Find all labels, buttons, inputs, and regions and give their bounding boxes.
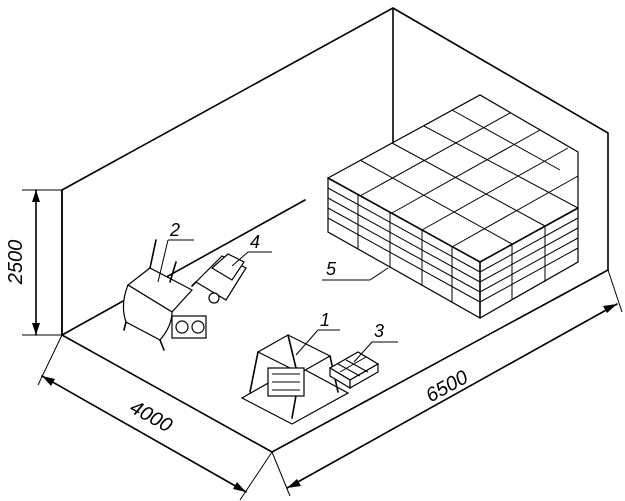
height-dimension: 2500	[5, 189, 62, 336]
width-dimension: 4000	[37, 334, 273, 501]
callout-1-number: 1	[320, 310, 330, 330]
width-label: 4000	[126, 396, 176, 437]
callout-2-number: 2	[169, 220, 180, 240]
wheelbarrow-equipment	[191, 253, 247, 304]
callout-3-number: 3	[374, 321, 384, 341]
callout-3: 3	[353, 321, 398, 363]
height-label: 2500	[5, 240, 27, 286]
finished-blocks-stack	[327, 94, 579, 319]
callout-1: 1	[295, 310, 340, 356]
length-label: 6500	[422, 366, 472, 407]
callout-4-number: 4	[250, 232, 260, 252]
pallet-equipment	[328, 351, 380, 390]
callout-5-number: 5	[326, 259, 337, 279]
mixer-equipment	[122, 239, 207, 351]
callout-5: 5	[322, 259, 389, 281]
callout-2: 2	[157, 220, 194, 283]
callout-4: 4	[231, 232, 272, 267]
block-machine-equipment	[240, 334, 350, 425]
